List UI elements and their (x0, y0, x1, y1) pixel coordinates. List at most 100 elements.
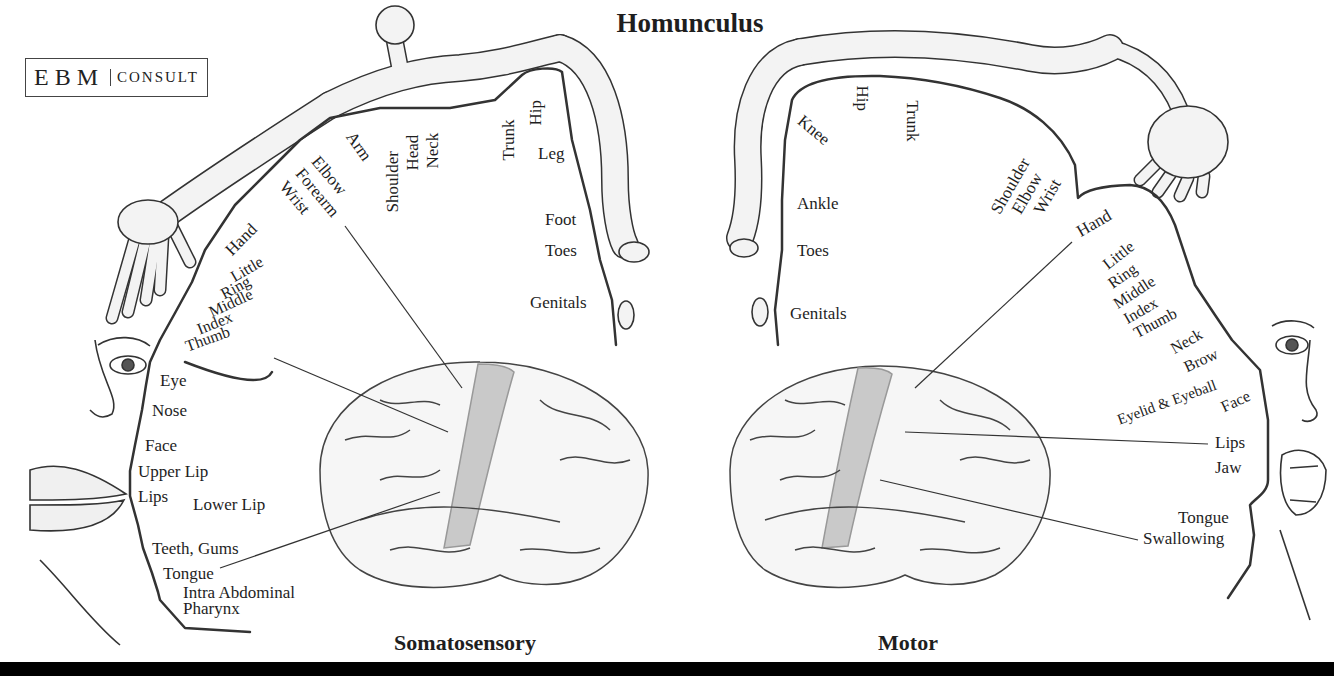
sensory-face-part (40, 560, 120, 645)
sensory-face-part (122, 359, 134, 371)
body-part-label: Lips (138, 488, 168, 505)
body-figure-part-part (1180, 178, 1188, 196)
body-figure-part-part (619, 242, 649, 262)
body-part-label: Hand (222, 220, 260, 258)
body-figure-part-part (1202, 176, 1204, 192)
body-figure-part-part (1110, 48, 1180, 110)
body-part-label: Eye (160, 372, 186, 389)
body-part-label: Genitals (530, 294, 587, 311)
panel-heading: Motor (878, 632, 938, 654)
cortex-outline-part (185, 362, 272, 380)
body-part-label: Intra Abdominal (183, 584, 295, 601)
body-part-label: Arm (343, 128, 375, 163)
body-part-label: Trunk (500, 119, 517, 160)
brain-drawing-part (345, 400, 630, 553)
logo-text: EBM (34, 64, 110, 91)
body-figure-part-part (118, 200, 178, 244)
body-part-label: Shoulder (384, 151, 401, 212)
body-part-label: Upper Lip (138, 463, 208, 480)
body-part-label: Eyelid & Eyeball (1115, 377, 1218, 427)
body-part-label: Swallowing (1143, 530, 1224, 547)
motor-face (1272, 321, 1326, 620)
body-part-label: Toes (797, 242, 829, 259)
body-figure-part (165, 44, 1110, 245)
body-part-label: Face (145, 437, 177, 454)
motor-face-part (1272, 321, 1314, 328)
sensory-face (30, 338, 150, 645)
body-figure-part-part (800, 44, 1110, 60)
leader-line-part (905, 432, 1208, 444)
body-figure-part (112, 160, 1204, 318)
body-figure-part (395, 42, 1180, 110)
body-part-label: Neck (424, 132, 441, 168)
body-figure-part (112, 160, 1204, 318)
body-figure-part-part (752, 298, 768, 326)
body-part-label: Jaw (1215, 459, 1241, 476)
body-part-label: Lips (1215, 434, 1245, 451)
body-figure-part-part (618, 301, 634, 329)
logo-text: CONSULT (110, 69, 199, 86)
sensory-face-part (110, 356, 146, 374)
brain-drawing-part (320, 362, 648, 588)
leader-line-part (345, 226, 462, 388)
leader-line-part (915, 242, 1072, 388)
sensory-face-part (98, 338, 150, 346)
body-figure-part-part (740, 52, 800, 238)
body-figure-part-part (395, 42, 400, 68)
motor-face-part (1286, 339, 1298, 351)
body-figure-part (165, 44, 1110, 245)
motor-face-part (1281, 450, 1326, 515)
body-part-label: Pharynx (183, 600, 240, 617)
body-figure-part-part (395, 42, 400, 68)
body-part-label: Leg (538, 145, 564, 162)
body-figure-part-part (330, 48, 560, 105)
body-figure-part-part (376, 6, 414, 44)
body-part-label: Thumb (183, 324, 232, 355)
body-part-label: Head (404, 134, 421, 170)
leader-line (220, 226, 1208, 568)
body-figure-part-part (730, 239, 758, 257)
motor-face-part (1302, 340, 1317, 421)
cortex-outline (130, 68, 1268, 632)
body-figure-part-part (1110, 48, 1180, 110)
body-part-label: Hand (1074, 206, 1114, 239)
brain-drawing-part (730, 366, 1050, 588)
brain-drawing-part (444, 364, 514, 548)
body-figure (112, 6, 1228, 329)
body-figure-part-part (160, 236, 163, 290)
leader-line-part (880, 480, 1138, 540)
motor-face-part (1290, 466, 1318, 502)
body-figure-part-part (800, 44, 1110, 60)
logo-box: EBMCONSULT (25, 58, 208, 97)
body-part-label: Hip (854, 85, 871, 111)
diagram-title: Homunculus (617, 10, 764, 37)
body-part-label: Ankle (797, 195, 839, 212)
motor-face-part (1280, 530, 1310, 620)
body-part-label: Foot (545, 211, 576, 228)
body-figure-part-part (330, 48, 560, 105)
body-figure-part-part (1202, 176, 1204, 192)
body-part-label: Tongue (1178, 509, 1229, 526)
body-figure-part-part (1148, 106, 1228, 178)
body-part-label: Face (1219, 388, 1253, 415)
body-part-label: Lower Lip (193, 496, 265, 513)
sensory-face-part (30, 466, 126, 500)
body-part-label: Trunk (904, 100, 921, 141)
body-figure-part-part (1180, 178, 1188, 196)
body-part-label: Toes (545, 242, 577, 259)
panel-heading: Somatosensory (394, 632, 536, 654)
brain-drawing-part (750, 400, 1030, 553)
body-part-label: Tongue (163, 565, 214, 582)
body-part-label: Nose (152, 402, 187, 419)
brain-drawing-part (822, 368, 892, 548)
body-part-label: Hip (527, 100, 544, 126)
body-part-label: Knee (795, 111, 833, 147)
body-figure-part-part (146, 242, 155, 300)
brain-drawing (320, 362, 1050, 588)
bottom-bar (0, 662, 1334, 676)
body-figure-part (118, 6, 1228, 329)
motor-face-part (1276, 336, 1308, 354)
sensory-face-part (90, 340, 114, 417)
leader-line-part (274, 358, 448, 432)
